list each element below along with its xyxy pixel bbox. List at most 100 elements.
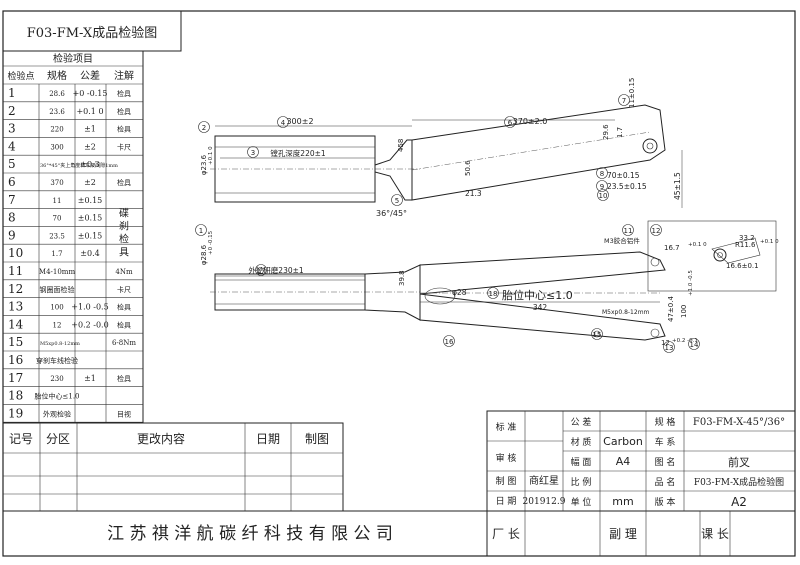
dim-m3-insert: M3胶合铝件 (604, 236, 640, 245)
inspection-row-tol: ±0.15 (78, 196, 103, 205)
inspection-row-no: 10 (8, 246, 23, 260)
balloon-number: 1 (199, 227, 203, 235)
inspection-row-note: 检具 (117, 107, 131, 116)
dim-tyre-center: 胎位中心≤1.0 (502, 288, 573, 302)
inspection-row-spec: 外观检验 (43, 409, 71, 418)
dim-angle: 36°/45° (376, 209, 407, 218)
balloon-number: 7 (622, 97, 626, 105)
rev-header-content: 更改内容 (137, 431, 185, 446)
balloon-circle (596, 167, 608, 179)
balloon-circle (622, 224, 634, 236)
inspection-row-no: 14 (8, 317, 24, 331)
balloon-circle (391, 194, 403, 206)
balloon-number: 10 (599, 192, 608, 200)
tb-material: Carbon (603, 435, 643, 448)
dim-phi-28: φ28 (452, 288, 467, 297)
inspection-row-no: 6 (8, 175, 16, 189)
inspection-row-no: 2 (8, 104, 16, 118)
balloon-number: 2 (202, 124, 206, 132)
inspection-row-no: 3 (8, 122, 16, 136)
inspection-row-no: 15 (8, 335, 23, 349)
balloon-number: 18 (489, 290, 498, 298)
tb-label-series: 车 系 (655, 436, 676, 448)
inspection-row-no: 4 (8, 139, 16, 153)
rev-header-drafter: 制图 (305, 432, 329, 446)
dim-45: 45±1.5 (673, 172, 682, 200)
dim-bore-depth: 镗孔深度220±1 (270, 148, 326, 158)
header-note: 注解 (114, 69, 134, 82)
tb-label-tolerance: 公 差 (571, 416, 592, 428)
inspection-row-spec: 100 (50, 304, 63, 312)
inspection-merged-note: 具 (119, 246, 129, 258)
inspection-row-no: 7 (8, 193, 16, 207)
balloon-number: 6 (508, 119, 513, 127)
tb-drafter: 商红星 (529, 474, 559, 487)
balloon-number: 13 (665, 344, 674, 352)
inspection-row-spec: 钢圈面检验 (40, 285, 75, 294)
inspection-row-spec: M5xp0.8-12mm (40, 341, 80, 347)
revision-table: 记号 分区 更改内容 日期 制图 (2, 422, 344, 512)
dim-outer-grind: 外径研磨230±1 (248, 265, 304, 275)
drawing-title-box: F03-FM-X成品检验图 (2, 10, 182, 52)
inspection-row-tol: ±0.4 (80, 249, 99, 258)
balloon-number: 9 (600, 183, 604, 191)
balloon-circle (663, 341, 675, 353)
header-tol: 公差 (80, 69, 100, 82)
inspection-row-spec: 28.6 (49, 90, 65, 98)
inspection-row-note: 检具 (117, 125, 131, 134)
tb-label-drawing-name: 图 名 (655, 456, 676, 468)
tb-label-unit: 单 位 (571, 496, 592, 508)
tb-label-review: 审 核 (496, 452, 517, 464)
inspection-row-no: 13 (8, 300, 23, 314)
inspection-row-note: 4Nm (115, 268, 133, 276)
inspection-row-no: 11 (8, 264, 23, 278)
inspection-row-note: 检具 (117, 374, 131, 383)
balloon-circle (597, 189, 609, 201)
tb-size: A4 (616, 455, 631, 468)
inspection-row-note: 检具 (117, 320, 131, 329)
dim-11: 11±0.15 (628, 78, 636, 108)
tb-label-section: 课 长 (701, 527, 729, 541)
header-spec: 规格 (47, 69, 67, 82)
balloon-number: 11 (624, 227, 633, 235)
inspection-row-no: 5 (8, 157, 16, 171)
balloon-circle (688, 338, 700, 350)
inspection-row-note: 卡尺 (117, 285, 131, 294)
tb-unit: mm (612, 495, 633, 508)
dim-phi-23-6: φ23.6 (200, 154, 208, 175)
balloon-circle (596, 180, 608, 192)
inspection-row-note: 检具 (117, 89, 131, 98)
rev-header-mark: 记号 (9, 432, 33, 446)
dim-r11-6: R11.6 (735, 241, 756, 249)
dim-458: 458 (397, 139, 405, 152)
dim-r11-6-tol: +0.1 0 (760, 239, 779, 245)
rev-header-zone: 分区 (46, 432, 70, 446)
dim-39-8: 39.8 (398, 270, 406, 286)
inspection-row-tol: ±0.15 (78, 214, 103, 223)
balloon-circle (618, 94, 630, 106)
inspection-row-spec: 70 (53, 215, 62, 223)
dim-phi-23-6-tol: +0.1 0 (208, 146, 214, 165)
balloon-circle (247, 146, 259, 158)
inspection-row-spec: 穿刹车线检验 (36, 356, 78, 365)
balloon-circle (255, 264, 267, 276)
dim-phi-28-6: φ28.6 (200, 244, 208, 265)
inspection-row-spec: 230 (50, 375, 63, 383)
inspection-row-note: 检具 (117, 178, 131, 187)
inspection-row-no: 17 (8, 371, 23, 385)
dim-12-tol: +0.2 -0.1 (672, 338, 698, 344)
dim-16-7: 16.7 (664, 244, 680, 252)
dim-370: 370±2.0 (513, 117, 548, 126)
inspection-row-tol: +0.1 0 (76, 107, 103, 116)
inspection-row-no: 1 (8, 86, 16, 100)
dim-300: 300±2 (286, 117, 313, 126)
balloon-number: 12 (652, 227, 661, 235)
dimension-labels: 300±2 370±2.0 镗孔深度220±1 458 φ23.6 +0.1 0… (200, 78, 779, 347)
dim-47: 47±0.4 (667, 296, 675, 322)
inspection-row-spec: M4-10mm (39, 268, 76, 276)
tb-label-version: 版 本 (655, 496, 676, 508)
fork-drawing-front (210, 251, 666, 341)
dim-phi-28-6-tol: +0 -0.15 (208, 230, 214, 255)
inspection-row-tol: ±2 (84, 142, 96, 151)
